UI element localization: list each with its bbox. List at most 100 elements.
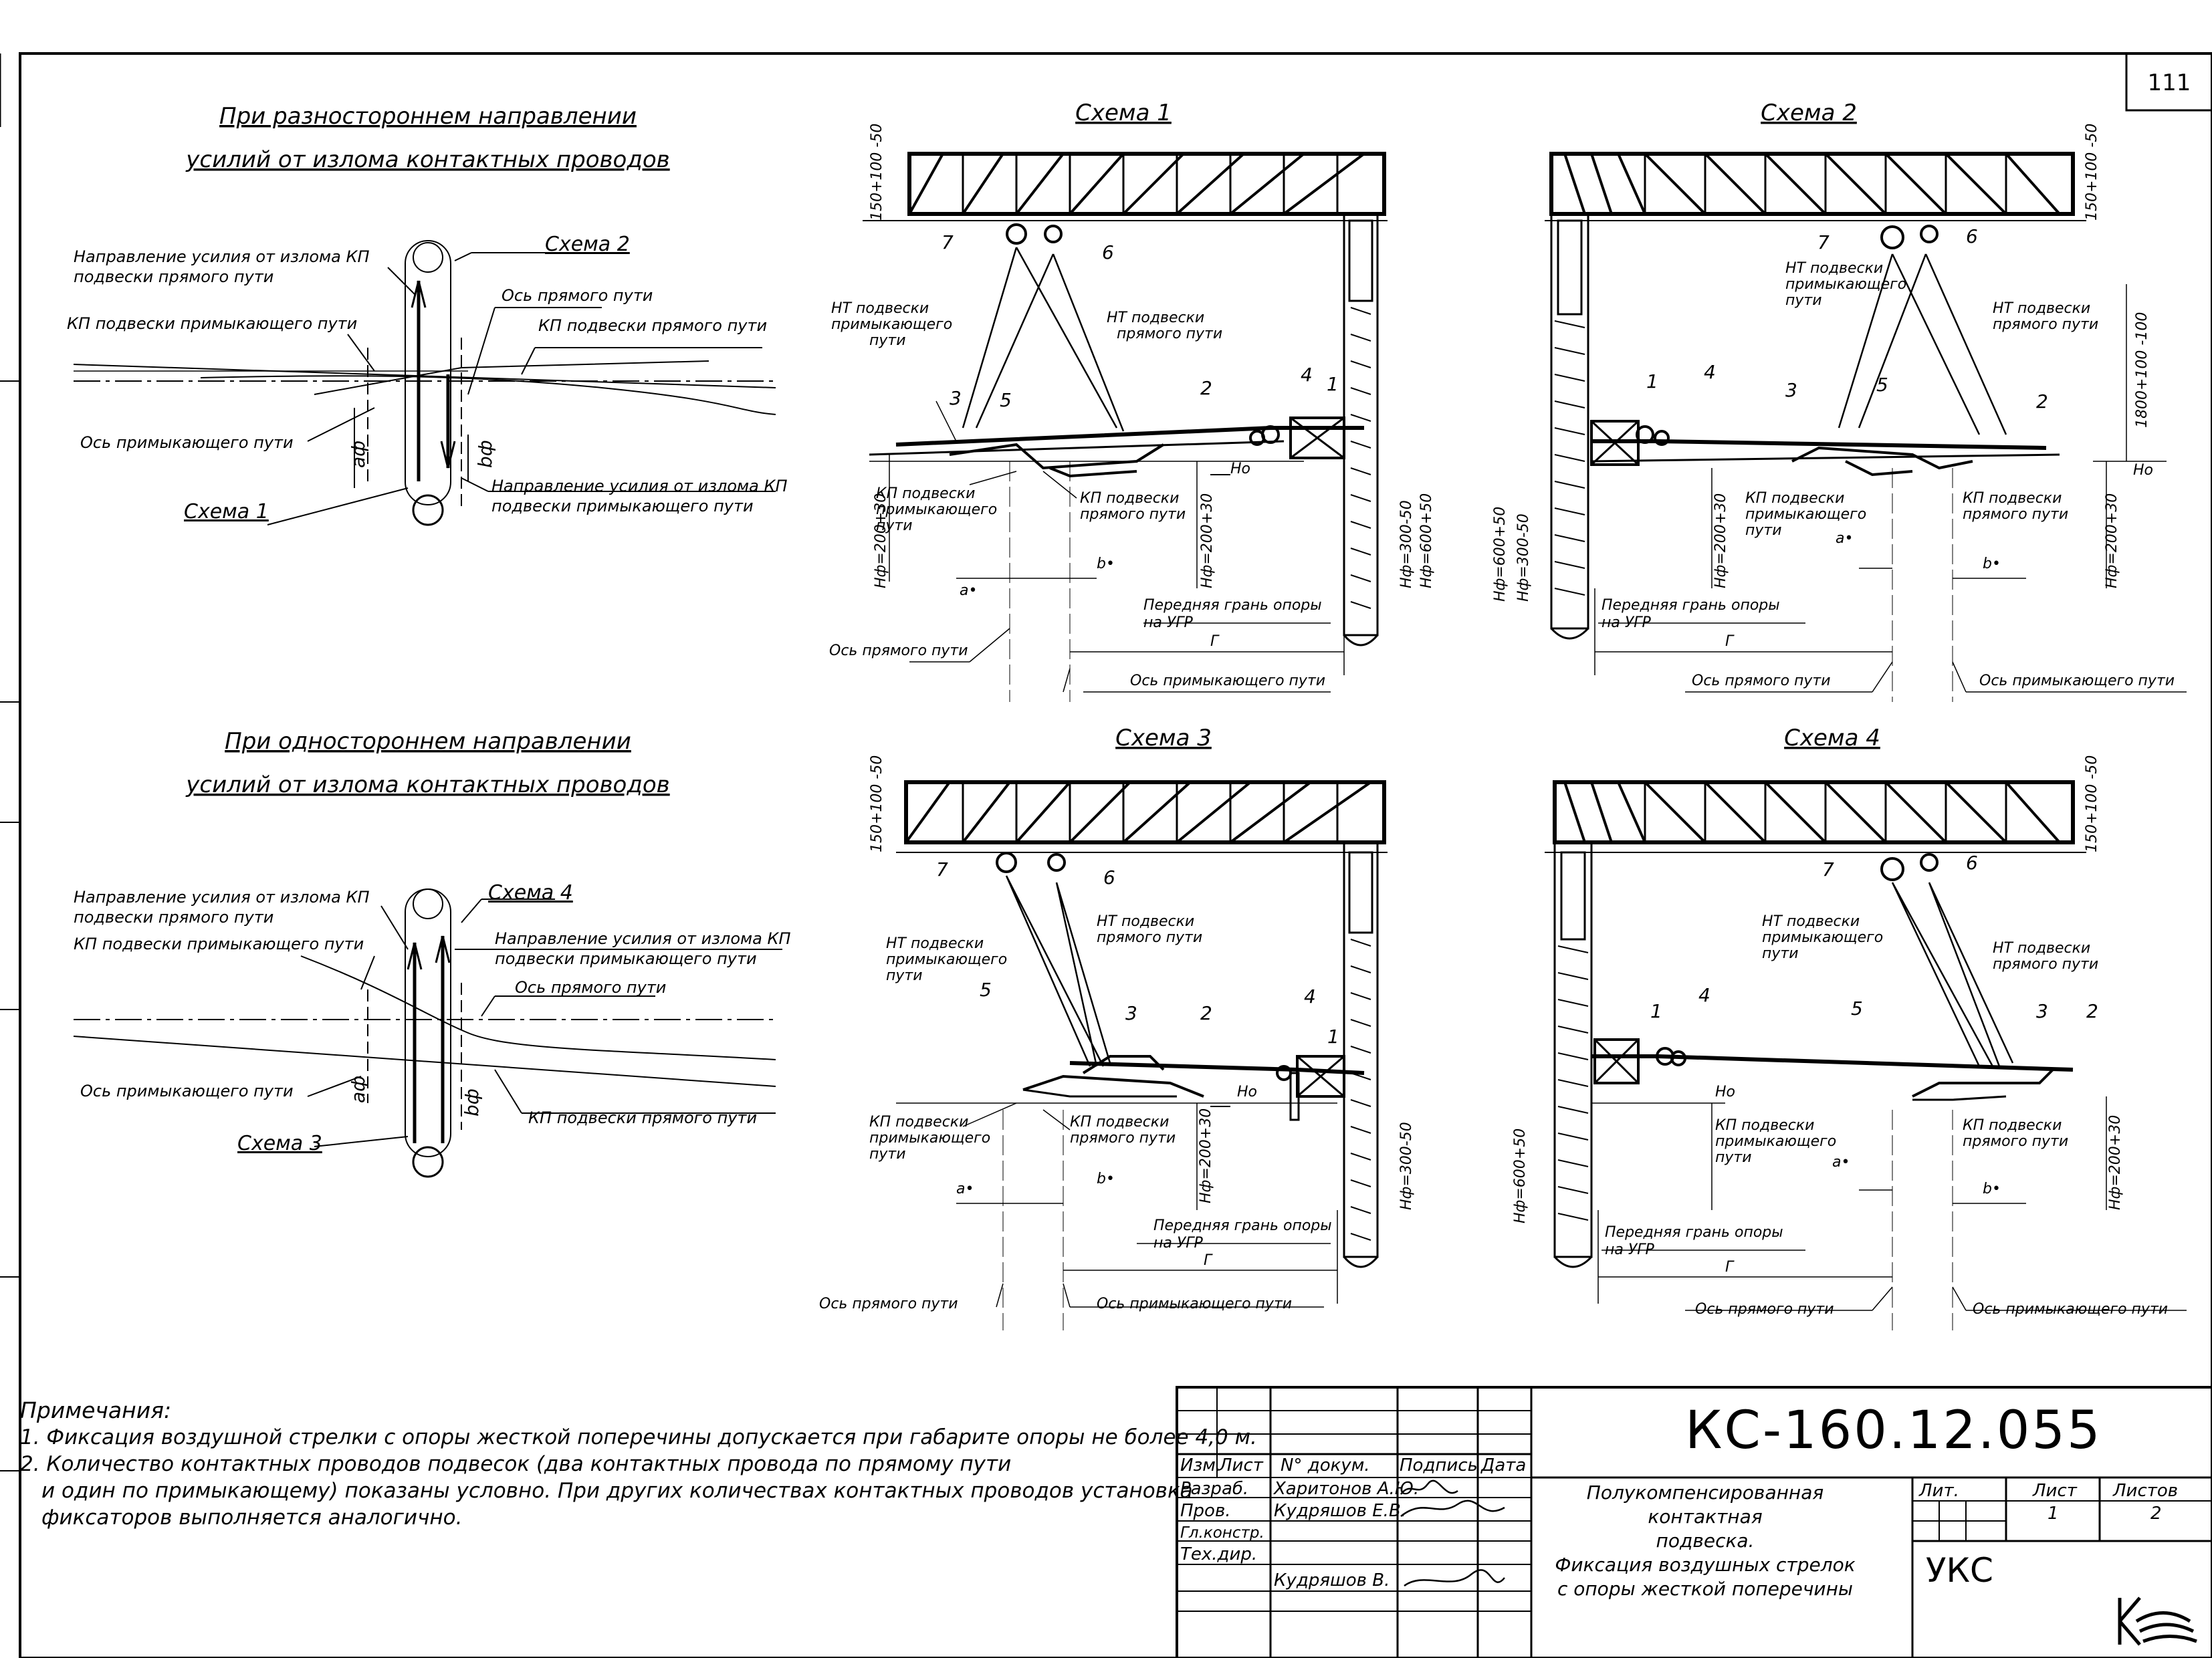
lt-b: bф [474, 440, 496, 468]
s1-num-4: 4 [1301, 364, 1313, 386]
document-title-line-2: подвеска. [1656, 1530, 1755, 1552]
sheet-frame [0, 52, 2212, 1658]
s3-front-2: на УГР [1153, 1235, 1204, 1252]
left-bottom-panel: При одностороннем направлении усилий от … [73, 728, 791, 1178]
s4-kp-str-2: прямого пути [1963, 1133, 2068, 1150]
title-block-text: Изм. Лист N° докум. Подпись Дата Разраб.… [1180, 1455, 2178, 1590]
s3-a: а• [956, 1181, 974, 1197]
s2-num-6: 6 [1966, 225, 1978, 247]
s3-kp-adj-3: пути [869, 1146, 906, 1163]
s3-nt-str-2: прямого пути [1097, 929, 1202, 946]
left-bottom-title-2: усилий от излома контактных проводов [185, 772, 669, 798]
s2-nt-adj-3: пути [1785, 292, 1822, 309]
tb-name-1: Кудряшов Е.В. [1274, 1501, 1406, 1521]
lb-force-straight-2: подвески прямого пути [74, 908, 273, 927]
s3-axis-adjacent: Ось примыкающего пути [1097, 1296, 1292, 1312]
s4-num-2: 2 [2086, 1000, 2098, 1022]
s3-ho: Но [1237, 1084, 1257, 1100]
s1-hf: Нф=200+30 [873, 493, 889, 588]
scheme-2: Схема 2 [1492, 100, 2187, 702]
s2-num-4: 4 [1704, 361, 1716, 383]
s1-b: b• [1097, 556, 1115, 572]
s1-kp-str-2: прямого пути [1080, 506, 1186, 523]
s4-axis-straight: Ось прямого пути [1695, 1301, 1834, 1318]
s3-axis-straight: Ось прямого пути [819, 1296, 958, 1312]
s1-h-ugr1: Нф=300-50 [1398, 500, 1415, 588]
s2-axis-straight: Ось прямого пути [1692, 673, 1831, 689]
lb-axis-adjacent: Ось примыкающего пути [80, 1082, 294, 1100]
s4-dim-top: 150+100 -50 [2084, 755, 2100, 852]
s4-num-1: 1 [1650, 1000, 1662, 1022]
s4-kp-str-1: КП подвески [1963, 1117, 2062, 1134]
s2-num-2: 2 [2036, 390, 2048, 412]
s2-nt-adj-1: НТ подвески [1785, 260, 1883, 277]
tb-name-4: Кудряшов В. [1274, 1570, 1390, 1590]
lb-b: bф [461, 1088, 483, 1116]
scheme-2-title: Схема 2 [1761, 100, 1857, 126]
s1-g: Г [1210, 633, 1220, 650]
s4-nt-adj-3: пути [1762, 945, 1799, 962]
s2-num-5: 5 [1876, 374, 1888, 396]
s1-nt-adj-1: НТ подвески [831, 300, 929, 317]
tb-sheet-label: Лист [2032, 1481, 2078, 1501]
left-top-panel: При разностороннем направлении усилий от… [67, 103, 788, 526]
s2-front-1: Передняя грань опоры [1601, 597, 1780, 614]
s1-kp-adj-1: КП подвески [876, 485, 975, 502]
s1-kp-str-1: КП подвески [1080, 490, 1179, 507]
lb-kp-straight: КП подвески прямого пути [528, 1108, 757, 1127]
lb-scheme3: Схема 3 [237, 1132, 322, 1155]
s3-num-3: 3 [1125, 1002, 1137, 1024]
s1-num-5: 5 [1000, 389, 1012, 411]
scheme-4-title: Схема 4 [1784, 725, 1880, 751]
note-1: 1. Фиксация воздушной стрелки с опоры же… [20, 1425, 1257, 1449]
tb-sheet-value: 1 [2048, 1504, 2059, 1524]
s2-kp-str-2: прямого пути [1963, 506, 2068, 523]
s3-num-5: 5 [980, 979, 992, 1001]
lt-axis-straight: Ось прямого пути [502, 286, 653, 305]
s4-g: Г [1725, 1259, 1735, 1276]
lb-kp-adjacent: КП подвески примыкающего пути [74, 935, 364, 953]
s2-hf-left1: Нф=600+50 [1492, 507, 1509, 602]
s1-num-1: 1 [1327, 373, 1339, 395]
lb-axis-straight: Ось прямого пути [515, 978, 666, 997]
s2-kp-adj-3: пути [1745, 522, 1782, 539]
s4-num-7: 7 [1822, 858, 1834, 880]
s2-kp-adj-2: примыкающего [1745, 506, 1866, 523]
tb-h-sign: Подпись [1400, 1455, 1478, 1475]
s2-num-7: 7 [1817, 231, 1830, 253]
organization: УКС [1926, 1551, 1993, 1590]
s2-hf2: Нф=200+30 [2104, 493, 2120, 588]
s3-kp-adj-1: КП подвески [869, 1114, 968, 1131]
s1-ho: Но [1230, 461, 1250, 477]
s2-ho: Но [2133, 462, 2153, 479]
tb-role-2: Гл.констр. [1180, 1524, 1264, 1542]
s4-nt-adj-1: НТ подвески [1762, 913, 1860, 930]
s1-front-2: на УГР [1143, 614, 1194, 631]
s4-nt-str-2: прямого пути [1993, 956, 2098, 973]
s4-axis-adjacent: Ось примыкающего пути [1973, 1301, 2168, 1318]
tb-h-izm: Изм. [1180, 1455, 1221, 1475]
s4-nt-str-1: НТ подвески [1993, 940, 2090, 957]
s4-a: а• [1832, 1154, 1850, 1171]
lb-force-adjacent-1: Направление усилия от излома КП [495, 929, 791, 948]
lt-a: аф [347, 441, 369, 468]
document-code: КС-160.12.055 [1685, 1401, 2102, 1461]
s2-axis-adjacent: Ось примыкающего пути [1979, 673, 2175, 689]
s2-dim-top: 150+100 -50 [2084, 124, 2100, 221]
s2-kp-str-1: КП подвески [1963, 490, 2062, 507]
s3-nt-str-1: НТ подвески [1097, 913, 1194, 930]
tb-lit-label: Лит. [1918, 1481, 1959, 1501]
s2-g: Г [1725, 633, 1735, 650]
lt-kp-adjacent: КП подвески примыкающего пути [67, 314, 357, 333]
s1-num-7: 7 [942, 231, 954, 253]
s4-num-3: 3 [2036, 1000, 2048, 1022]
lt-kp-straight: КП подвески прямого пути [538, 316, 767, 335]
left-top-title-2: усилий от излома контактных проводов [185, 146, 669, 173]
s3-num-4: 4 [1304, 985, 1316, 1008]
page-number: 111 [2148, 70, 2191, 96]
s3-num-6: 6 [1103, 866, 1115, 889]
s2-hf-left2: Нф=300-50 [1515, 513, 1532, 602]
title-block [1176, 1386, 2212, 1658]
note-2-cont: и один по примыкающему) показаны условно… [41, 1479, 1193, 1503]
s2-nt-str-2: прямого пути [1993, 316, 2098, 333]
